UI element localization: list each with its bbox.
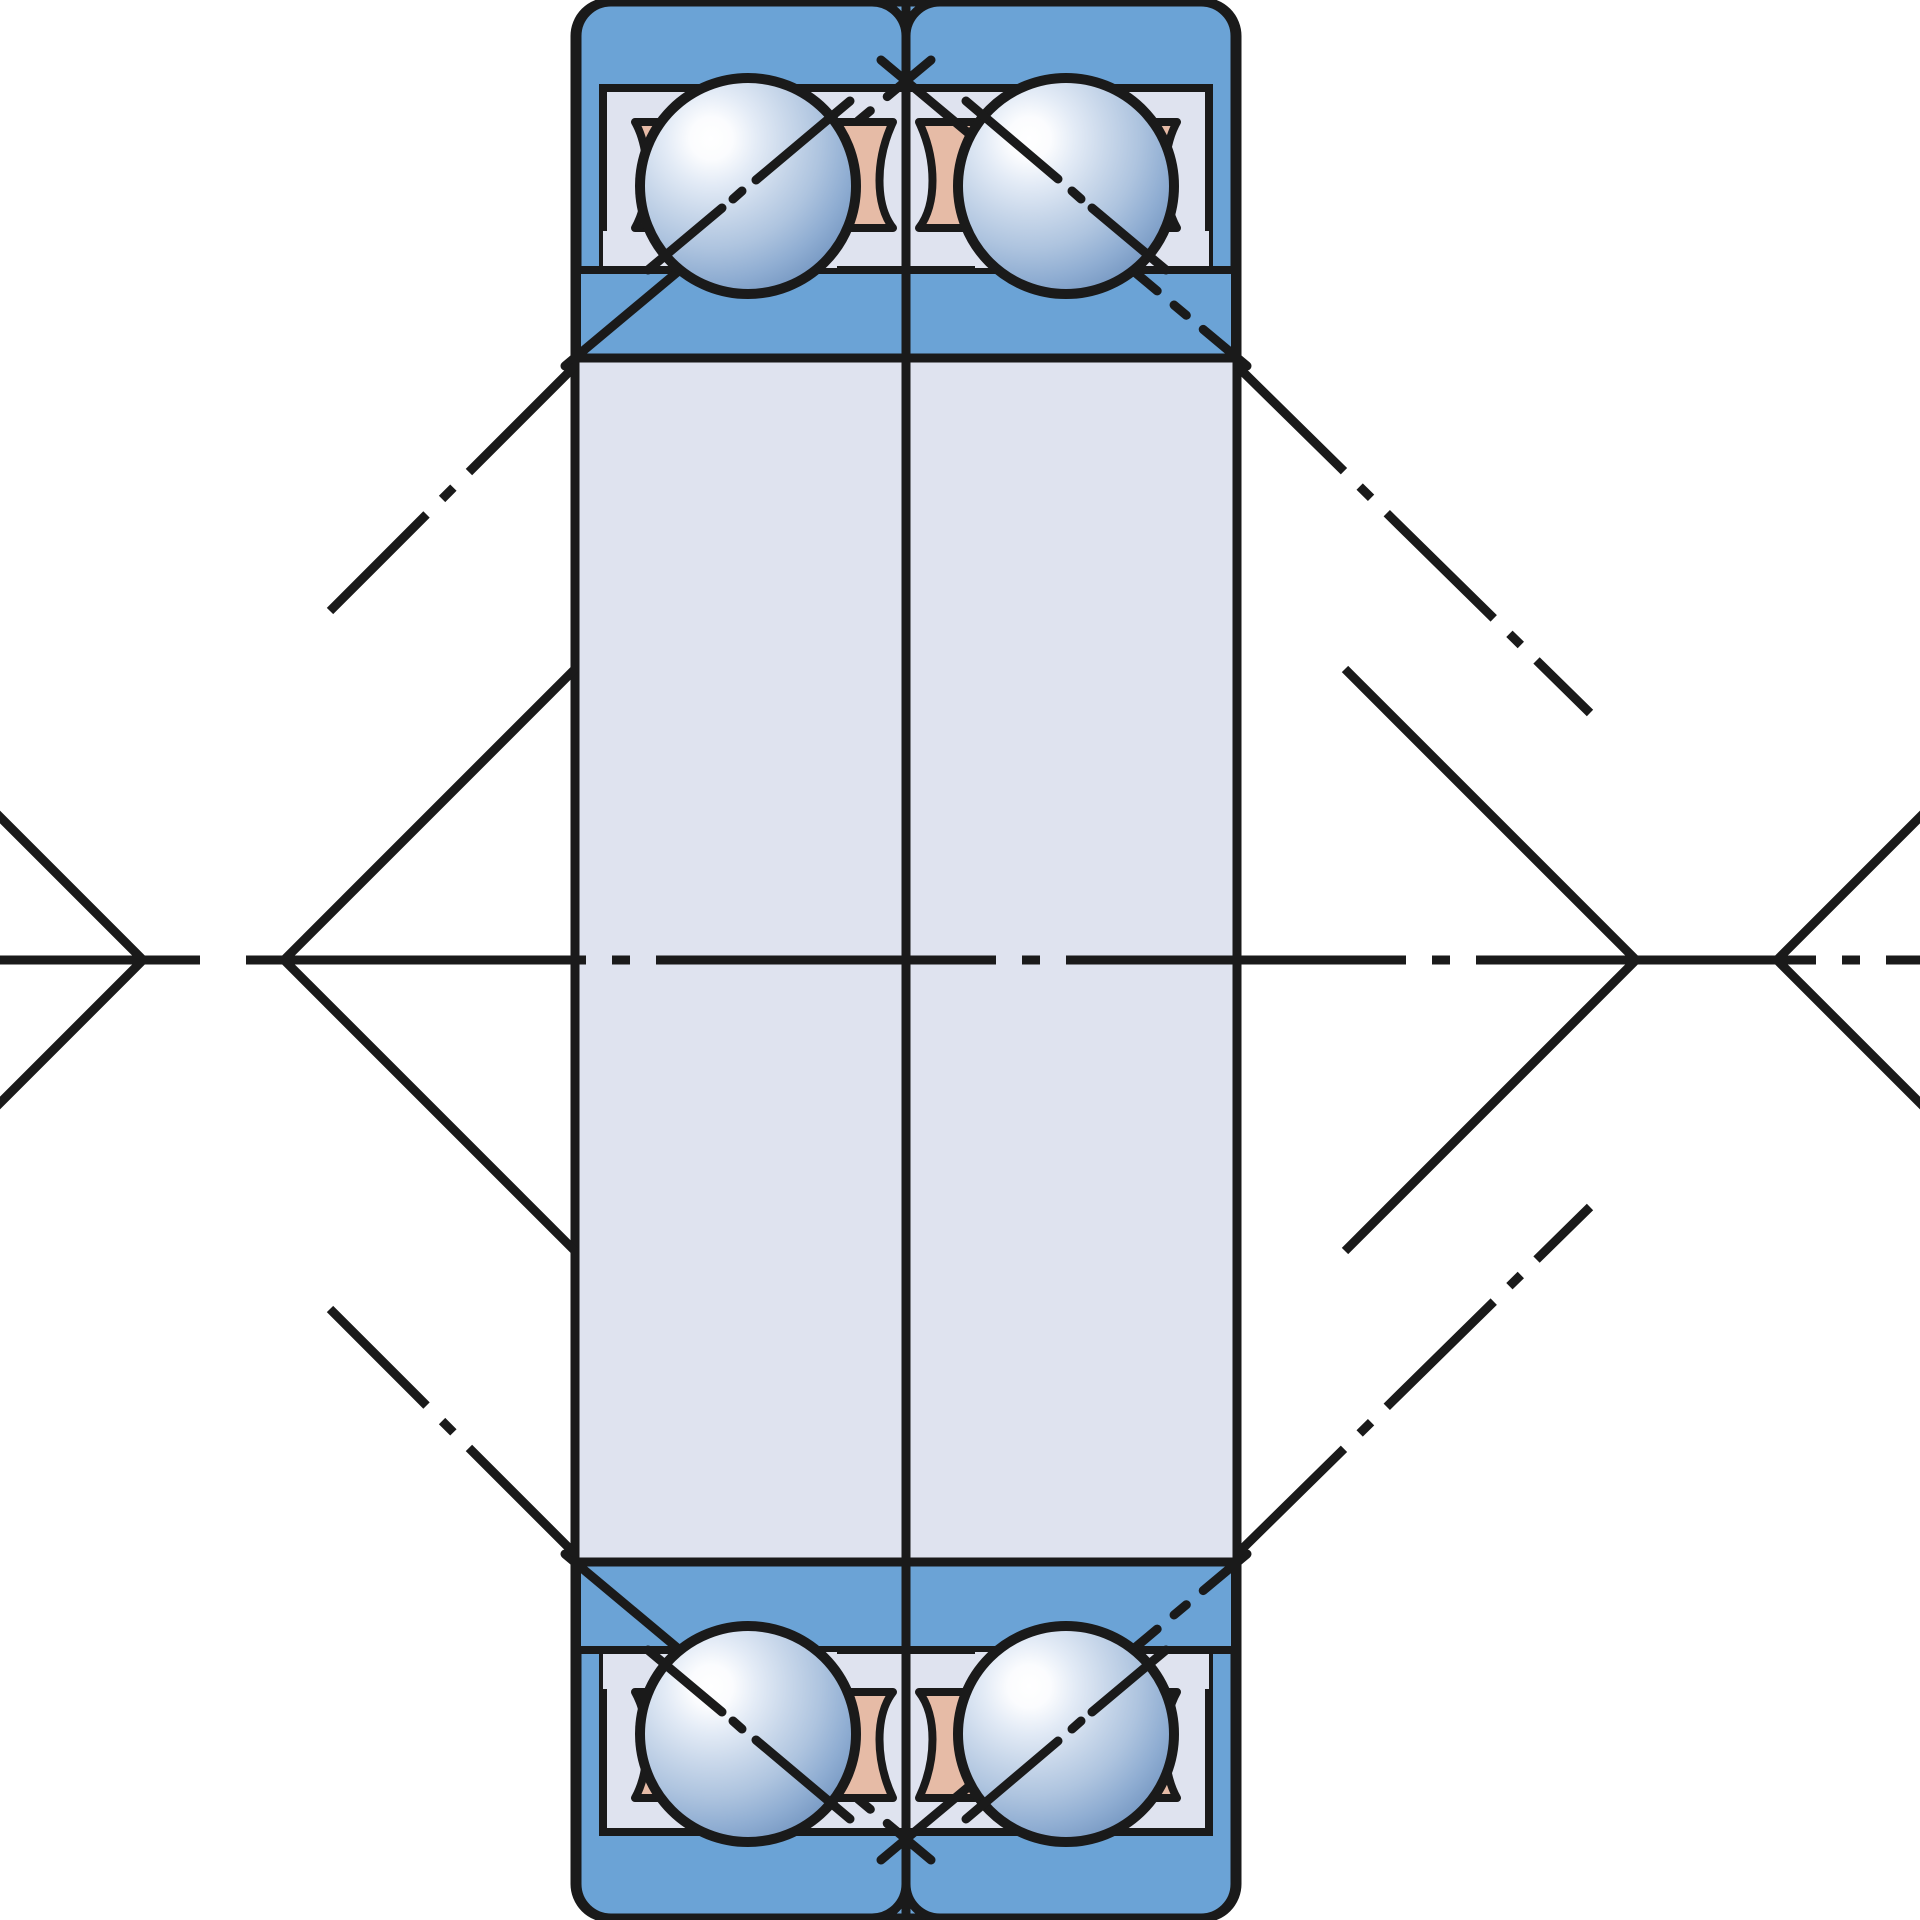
angle-extension-top-right: [1233, 362, 1594, 717]
angle-extension-top-left: [326, 362, 579, 615]
contact-angle-segment-top-right: [961, 96, 1171, 275]
ball-bottom-right: [953, 1621, 1179, 1847]
ball-top-right: [953, 73, 1179, 299]
assembly-outlines: [570, 0, 1242, 1920]
apex-ray-right-inner-lower: [1341, 956, 1640, 1255]
contact-angle-segment-bottom-left: [643, 1645, 855, 1824]
apex-ray-right-outer-lower: [1773, 956, 1920, 1110]
contact-angle-segment-top-left: [643, 96, 855, 275]
contact-angle-segment-bottom-right: [961, 1645, 1171, 1824]
ball-bottom-left: [635, 1621, 861, 1847]
apex-ray-right-outer-upper: [1773, 810, 1920, 964]
apex-ray-left-outer-upper: [0, 810, 147, 964]
contact-angle-extension-lines: [326, 362, 1594, 1558]
apex-ray-left-inner-lower: [280, 956, 579, 1255]
rolling-elements: [635, 73, 1179, 1847]
angle-extension-bottom-left: [326, 1305, 579, 1558]
angle-extension-bottom-right: [1233, 1203, 1594, 1558]
contact-angle-lines-over-balls: [643, 96, 1171, 1824]
apex-ray-left-inner-upper: [280, 665, 579, 964]
ball-top-left: [635, 73, 861, 299]
apex-construction-lines: [0, 665, 1920, 1255]
apex-ray-left-outer-lower: [0, 956, 147, 1110]
apex-ray-right-inner-upper: [1341, 665, 1640, 964]
